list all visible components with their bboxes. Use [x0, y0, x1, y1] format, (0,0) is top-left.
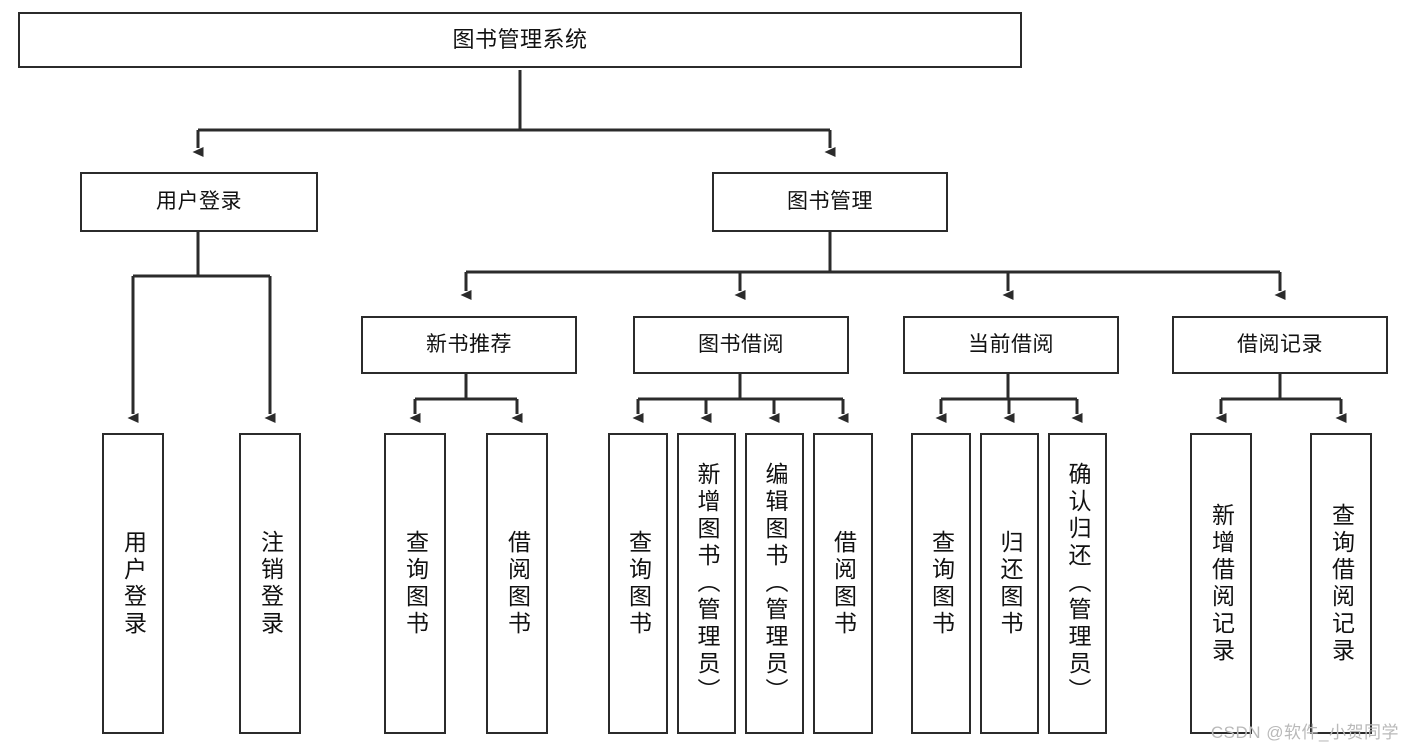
node-current-borrow[interactable]: 当前借阅: [903, 316, 1119, 374]
node-label: 当前借阅: [968, 333, 1054, 357]
node-label: 归还图书: [997, 529, 1023, 638]
leaf-book-borrow-edit-book-admin[interactable]: 编辑图书（管理员）: [745, 433, 804, 734]
leaf-new-book-query-book[interactable]: 查询图书: [384, 433, 446, 734]
node-label: 图书借阅: [698, 333, 784, 357]
node-label: 新增图书（管理员）: [694, 462, 720, 705]
node-user-login[interactable]: 用户登录: [80, 172, 318, 232]
csdn-watermark: CSDN @软件_小贺同学: [1210, 723, 1399, 742]
node-label: 图书管理系统: [452, 26, 588, 52]
node-label: 借阅记录: [1237, 333, 1323, 357]
node-book-management[interactable]: 图书管理: [712, 172, 948, 232]
leaf-current-borrow-query-book[interactable]: 查询图书: [911, 433, 971, 734]
node-label: 查询图书: [625, 529, 652, 638]
node-new-book-recommend[interactable]: 新书推荐: [361, 316, 577, 374]
node-label: 查询借阅记录: [1328, 502, 1355, 665]
node-label: 编辑图书（管理员）: [762, 462, 788, 705]
leaf-book-borrow-query-book[interactable]: 查询图书: [608, 433, 668, 734]
node-label: 借阅图书: [830, 529, 857, 638]
node-book-borrow[interactable]: 图书借阅: [633, 316, 849, 374]
leaf-new-book-borrow-book[interactable]: 借阅图书: [486, 433, 548, 734]
node-label: 查询图书: [928, 529, 955, 638]
node-label: 借阅图书: [504, 529, 531, 638]
leaf-book-borrow-borrow-book[interactable]: 借阅图书: [813, 433, 873, 734]
node-label: 查询图书: [402, 529, 429, 638]
leaf-current-borrow-confirm-return-admin[interactable]: 确认归还（管理员）: [1048, 433, 1107, 734]
node-label: 确认归还（管理员）: [1065, 462, 1091, 705]
node-borrow-record[interactable]: 借阅记录: [1172, 316, 1388, 374]
node-label: 新增借阅记录: [1208, 502, 1235, 665]
node-label: 图书管理: [787, 190, 873, 214]
leaf-current-borrow-return-book[interactable]: 归还图书: [980, 433, 1039, 734]
leaf-borrow-record-query-record[interactable]: 查询借阅记录: [1310, 433, 1372, 734]
node-root-book-management-system[interactable]: 图书管理系统: [18, 12, 1022, 68]
leaf-logout-login[interactable]: 注销登录: [239, 433, 301, 734]
node-label: 新书推荐: [426, 333, 512, 357]
leaf-user-login[interactable]: 用户登录: [102, 433, 164, 734]
node-label: 用户登录: [156, 190, 242, 214]
node-label: 用户登录: [120, 529, 147, 638]
leaf-book-borrow-add-book-admin[interactable]: 新增图书（管理员）: [677, 433, 736, 734]
leaf-borrow-record-add-record[interactable]: 新增借阅记录: [1190, 433, 1252, 734]
node-label: 注销登录: [257, 529, 284, 638]
